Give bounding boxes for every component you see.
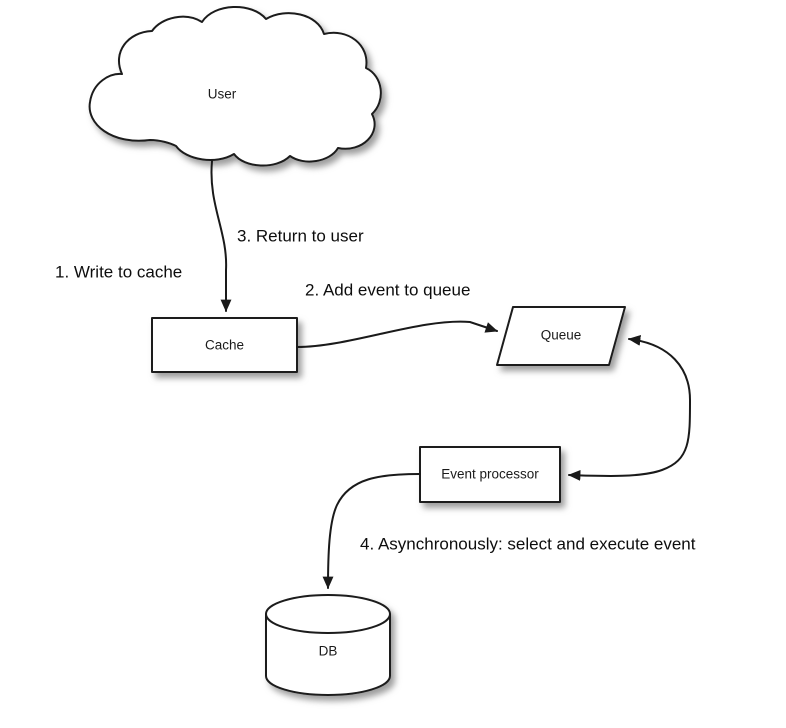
node-cache[interactable]: Cache <box>151 317 298 373</box>
node-queue[interactable]: Queue <box>496 306 626 366</box>
node-user[interactable]: User <box>88 6 382 167</box>
node-queue-label: Queue <box>541 328 582 343</box>
step-label-2: 2. Add event to queue <box>305 280 470 299</box>
node-db[interactable]: DB <box>265 594 391 696</box>
edge-queue-event-processor <box>568 334 692 481</box>
node-event-processor-label: Event processor <box>441 467 539 482</box>
edge-cache-queue <box>296 320 498 348</box>
node-db-label: DB <box>319 644 338 659</box>
edge-event-processor-db <box>322 473 421 589</box>
node-cache-label: Cache <box>205 338 244 353</box>
step-label-4: 4. Asynchronously: select and execute ev… <box>360 534 696 553</box>
edge-user-cache <box>210 160 232 312</box>
node-user-label: User <box>208 87 237 102</box>
step-label-1: 1. Write to cache <box>55 262 182 281</box>
node-event-processor[interactable]: Event processor <box>419 446 561 503</box>
step-label-3: 3. Return to user <box>237 226 364 245</box>
